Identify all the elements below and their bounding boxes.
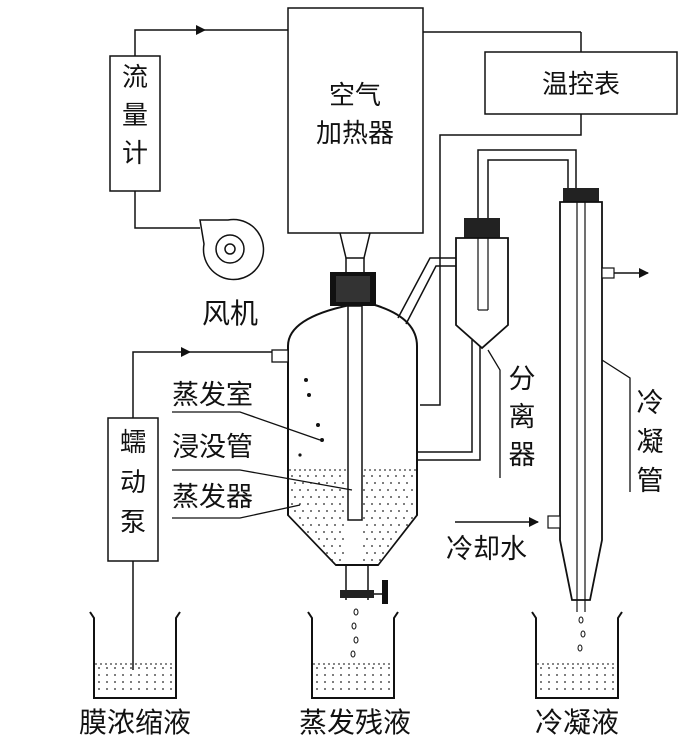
- beaker-condensate: [531, 611, 623, 699]
- separator-label-2: 离: [509, 402, 536, 433]
- vapor-piping: [397, 149, 577, 461]
- beaker-concentrate: [89, 611, 181, 699]
- cooling-water-piping: [455, 268, 649, 527]
- fan-icon: [199, 218, 265, 281]
- evaporator-vessel: [271, 272, 418, 604]
- condenser-tube-label-3: 管: [637, 466, 664, 497]
- beaker-residue: [307, 611, 399, 699]
- evaporator-liquid-dots: [291, 475, 413, 561]
- beaker-residue-liquid: [316, 667, 390, 690]
- air-heater: 空气 加热器: [287, 7, 424, 234]
- membrane-concentrate-label: 膜浓缩液: [79, 706, 191, 739]
- flowmeter-label-3: 计: [122, 139, 148, 169]
- fan-label: 风机: [202, 297, 258, 330]
- condenser: [547, 188, 615, 612]
- separator-label-3: 器: [509, 440, 536, 471]
- evaporator-label: 蒸发器: [172, 482, 253, 513]
- cooling-water-label: 冷却水: [446, 534, 527, 565]
- flowmeter: 流 量 计: [109, 55, 161, 192]
- pump-label-1: 蠕: [120, 428, 146, 458]
- air-piping: [134, 25, 582, 406]
- pump-label-3: 泵: [120, 508, 146, 538]
- condensate-label: 冷凝液: [535, 706, 619, 739]
- beaker-concentrate-liquid: [98, 667, 172, 690]
- air-heater-label-2: 加热器: [316, 119, 394, 149]
- leader-lines: [172, 349, 631, 519]
- condenser-tube-label-2: 凝: [637, 427, 664, 458]
- immersion-tube-label: 浸没管: [172, 432, 253, 463]
- evaporation-chamber-label: 蒸发室: [172, 380, 253, 411]
- drips: [350, 608, 586, 658]
- feed-piping: [132, 347, 272, 670]
- temp-controller-label: 温控表: [542, 70, 620, 100]
- temp-controller: 温控表: [484, 51, 678, 115]
- flowmeter-label-1: 流: [122, 63, 148, 93]
- condenser-tube-label-1: 冷: [637, 388, 664, 419]
- separator: [455, 218, 509, 350]
- beaker-condensate-liquid: [540, 667, 614, 690]
- heater-outlet: [339, 232, 371, 275]
- pump-label-2: 动: [120, 468, 146, 498]
- separator-label-1: 分: [509, 364, 536, 395]
- peristaltic-pump: 蠕 动 泵: [107, 417, 159, 562]
- flowmeter-label-2: 量: [122, 101, 148, 131]
- air-heater-label-1: 空气: [329, 81, 381, 111]
- evaporation-residue-label: 蒸发残液: [299, 706, 411, 739]
